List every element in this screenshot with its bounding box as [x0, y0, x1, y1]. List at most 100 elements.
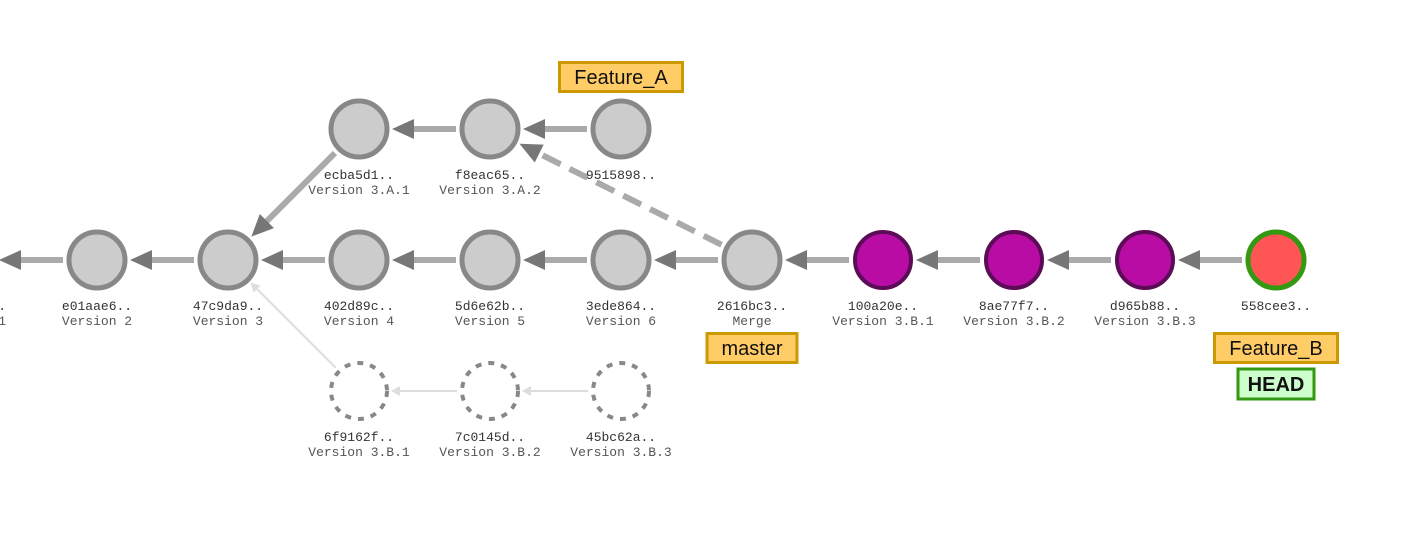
ref-label: HEAD [1248, 374, 1305, 396]
commit-message: Version 3.A.2 [439, 183, 540, 198]
commit-c1[interactable]: ..1 [0, 232, 6, 329]
commit-node[interactable] [460, 361, 520, 421]
commit-hash: ecba5d1.. [324, 168, 394, 183]
commit-message: Version 3.B.3 [570, 445, 671, 460]
commit-hash: 402d89c.. [324, 299, 394, 314]
commit-node[interactable] [328, 98, 390, 160]
commit-a2[interactable]: f8eac65..Version 3.A.2 [439, 98, 541, 198]
commit-message: Version 5 [455, 314, 525, 329]
commit-hash: 9515898.. [586, 168, 656, 183]
arrowhead-icon [1178, 250, 1200, 270]
edge-c4-to-c3 [261, 250, 325, 270]
commit-message: Version 3.B.2 [439, 445, 540, 460]
edge-b4-to-b3 [1178, 250, 1242, 270]
edge-line [254, 286, 337, 369]
commit-b4[interactable]: 558cee3.. [1241, 229, 1311, 314]
commit-node[interactable] [591, 361, 651, 421]
commit-node[interactable] [984, 230, 1044, 290]
edge-m-to-a2 [519, 143, 723, 248]
arrowhead-icon [392, 250, 414, 270]
commit-node[interactable] [1245, 229, 1307, 291]
branch-badge[interactable] [705, 332, 799, 364]
ref-label: Feature_A [574, 67, 668, 89]
commit-message: Version 3.B.3 [1094, 314, 1195, 329]
arrowhead-icon [522, 386, 531, 396]
commit-a3[interactable]: 9515898.. [586, 98, 656, 183]
commit-node[interactable] [721, 229, 783, 291]
commit-hash: 558cee3.. [1241, 299, 1311, 314]
commit-message: Merge [732, 314, 771, 329]
commit-hash: 3ede864.. [586, 299, 656, 314]
commit-b3[interactable]: d965b88..Version 3.B.3 [1094, 230, 1196, 329]
commit-message: Version 6 [586, 314, 656, 329]
arrowhead-icon [0, 250, 21, 270]
commit-g3[interactable]: 45bc62a..Version 3.B.3 [570, 361, 672, 460]
commit-hash: 47c9da9.. [193, 299, 263, 314]
commit-c5[interactable]: 5d6e62b..Version 5 [455, 229, 525, 329]
head-badge[interactable] [1236, 367, 1316, 401]
commit-node[interactable] [853, 230, 913, 290]
commit-node[interactable] [590, 229, 652, 291]
commit-node[interactable] [590, 98, 652, 160]
commit-hash: 6f9162f.. [324, 430, 394, 445]
commit-a1[interactable]: ecba5d1..Version 3.A.1 [308, 98, 410, 198]
edge-c2-to-c1 [0, 250, 63, 270]
edge-g1-to-c3 [250, 282, 337, 369]
commit-hash: .. [0, 299, 6, 314]
commit-m[interactable]: 2616bc3..Merge [717, 229, 787, 329]
commit-c2[interactable]: e01aae6..Version 2 [62, 229, 132, 329]
edge-a3-to-a2 [523, 119, 587, 139]
commit-hash: 2616bc3.. [717, 299, 787, 314]
head-ref-head[interactable]: HEAD [1236, 367, 1316, 401]
arrowhead-icon [391, 386, 400, 396]
commit-message: Version 3.A.1 [308, 183, 410, 198]
arrowhead-icon [261, 250, 283, 270]
commit-c4[interactable]: 402d89c..Version 4 [324, 229, 394, 329]
branch-ref-feature_b[interactable]: Feature_B [1213, 332, 1339, 364]
branch-ref-master[interactable]: master [705, 332, 799, 364]
edge-a1-to-c3 [251, 150, 338, 237]
commit-c3[interactable]: 47c9da9..Version 3 [193, 229, 263, 329]
commit-node[interactable] [197, 229, 259, 291]
edge-b3-to-b2 [1047, 250, 1111, 270]
arrowhead-icon [251, 214, 274, 237]
commit-hash: 5d6e62b.. [455, 299, 525, 314]
commit-g2[interactable]: 7c0145d..Version 3.B.2 [439, 361, 541, 460]
arrowhead-icon [523, 250, 545, 270]
commit-message: Version 2 [62, 314, 132, 329]
commit-c6[interactable]: 3ede864..Version 6 [586, 229, 656, 329]
commit-b2[interactable]: 8ae77f7..Version 3.B.2 [963, 230, 1065, 329]
commit-node[interactable] [66, 229, 128, 291]
commit-node[interactable] [459, 98, 521, 160]
commit-g1[interactable]: 6f9162f..Version 3.B.1 [308, 361, 410, 460]
edge-b2-to-b1 [916, 250, 980, 270]
commit-b1[interactable]: 100a20e..Version 3.B.1 [832, 230, 934, 329]
commit-message: Version 3.B.2 [963, 314, 1064, 329]
edge-c5-to-c4 [392, 250, 456, 270]
commit-hash: 100a20e.. [848, 299, 918, 314]
branch-badge[interactable] [558, 61, 684, 93]
commit-message: Version 3.B.1 [832, 314, 934, 329]
commit-hash: f8eac65.. [455, 168, 525, 183]
edge-m-to-c6 [654, 250, 718, 270]
commit-node[interactable] [328, 229, 390, 291]
arrowhead-icon [1047, 250, 1069, 270]
edge-line [536, 150, 723, 248]
edge-c6-to-c5 [523, 250, 587, 270]
commit-hash: 8ae77f7.. [979, 299, 1049, 314]
branch-badge[interactable] [1213, 332, 1339, 364]
branch-ref-feature_a[interactable]: Feature_A [558, 61, 684, 93]
commit-node[interactable] [1115, 230, 1175, 290]
commit-node[interactable] [329, 361, 389, 421]
ref-label: master [721, 338, 782, 360]
arrowhead-icon [654, 250, 676, 270]
edge-g2-to-g1 [391, 386, 457, 396]
commit-hash: e01aae6.. [62, 299, 132, 314]
commit-node[interactable] [459, 229, 521, 291]
arrowhead-icon [519, 143, 544, 163]
edge-a2-to-a1 [392, 119, 456, 139]
arrowhead-icon [916, 250, 938, 270]
